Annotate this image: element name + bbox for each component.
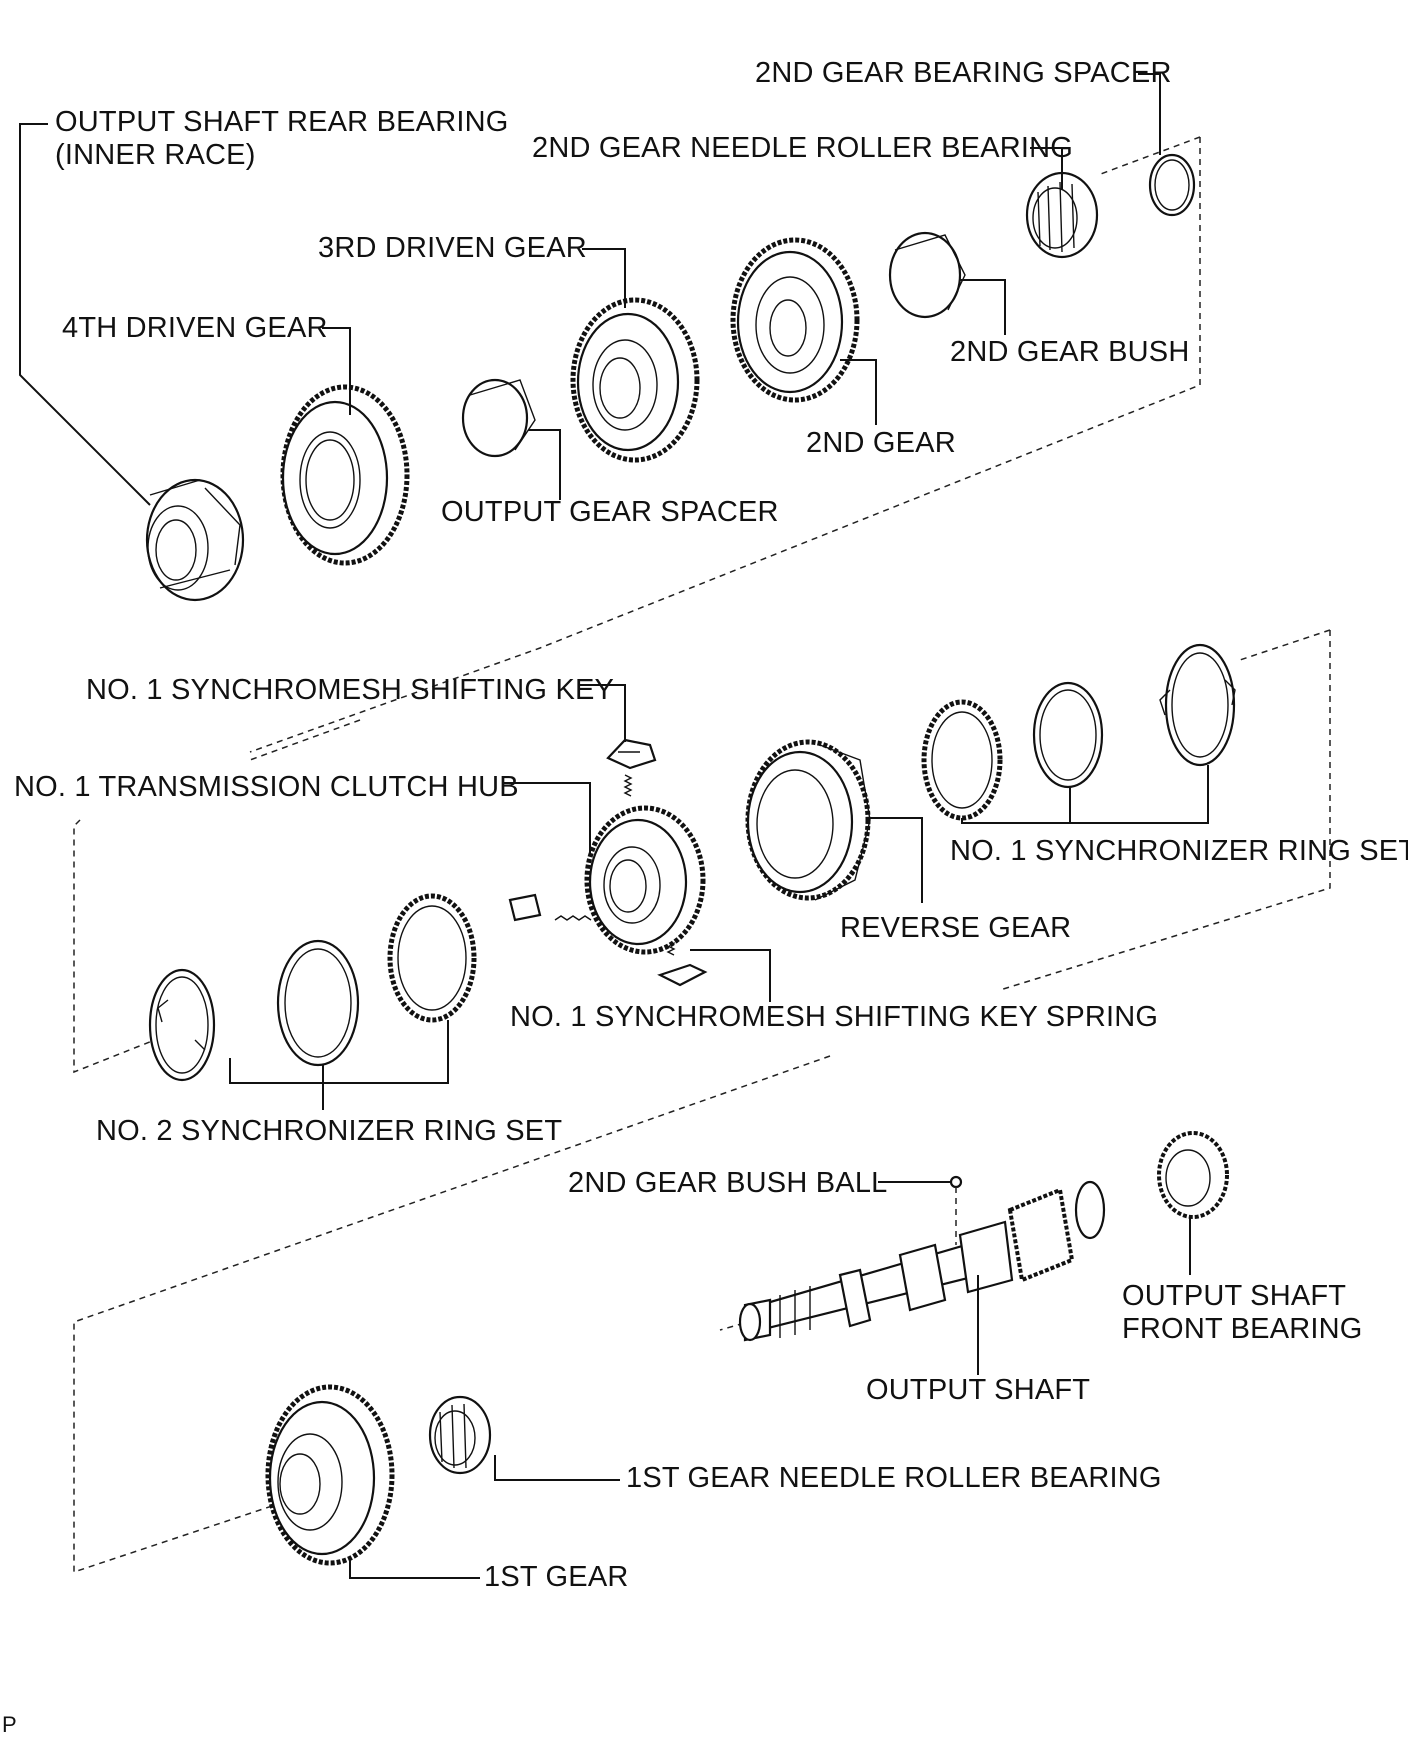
label-output-shaft-front-bearing: OUTPUT SHAFT xyxy=(1122,1280,1347,1312)
shifting-key-small-icon xyxy=(508,893,708,987)
label-first-gear-needle-roller-bearing: 1ST GEAR NEEDLE ROLLER BEARING xyxy=(626,1462,1162,1494)
output-gear-spacer-icon xyxy=(461,378,536,458)
label-no1-synchronizer-ring-set: NO. 1 SYNCHRONIZER RING SET xyxy=(950,835,1408,867)
label-output-shaft-rear-bearing: OUTPUT SHAFT REAR BEARING xyxy=(55,106,509,138)
leader-reverse-gear xyxy=(870,817,923,903)
leader-first-gear xyxy=(349,1560,480,1579)
leader-clutch-hub xyxy=(502,782,591,855)
shifting-key-icon xyxy=(606,738,657,770)
first-gear-icon xyxy=(265,1384,395,1566)
leader-second-gear-bush xyxy=(960,279,1006,335)
label-second-gear: 2ND GEAR xyxy=(806,427,956,459)
label-no1-synchromesh-shifting-key-spring: NO. 1 SYNCHROMESH SHIFTING KEY SPRING xyxy=(510,1001,1159,1033)
output-shaft-front-bearing-icon xyxy=(1157,1131,1229,1219)
second-gear-bush-icon xyxy=(888,231,966,319)
leader-shifting-key xyxy=(580,684,626,742)
leader-output-shaft-rear-bearing xyxy=(19,123,151,506)
leader-first-gear-needle-roller-bearing xyxy=(494,1455,620,1481)
label-second-gear-needle-roller-bearing: 2ND GEAR NEEDLE ROLLER BEARING xyxy=(532,132,1074,164)
second-gear-icon xyxy=(730,237,860,403)
leader-second-gear-bearing-spacer xyxy=(1138,73,1161,155)
no1-synchronizer-ring-set-icon xyxy=(921,643,1236,821)
label-no2-synchronizer-ring-set: NO. 2 SYNCHRONIZER RING SET xyxy=(96,1115,563,1147)
second-gear-needle-roller-bearing-icon xyxy=(1025,171,1099,259)
label-third-driven-gear: 3RD DRIVEN GEAR xyxy=(318,232,587,264)
output-shaft-icon xyxy=(738,1180,1106,1342)
label-no1-transmission-clutch-hub: NO. 1 TRANSMISSION CLUTCH HUB xyxy=(14,771,519,803)
label-fourth-driven-gear: 4TH DRIVEN GEAR xyxy=(62,312,328,344)
footer-mark: P xyxy=(2,1712,17,1737)
label-output-gear-spacer: OUTPUT GEAR SPACER xyxy=(441,496,779,528)
fourth-driven-gear-icon xyxy=(280,384,410,566)
label-output-shaft-rear-bearing-inner-race: (INNER RACE) xyxy=(55,139,256,171)
label-second-gear-bush-ball: 2ND GEAR BUSH BALL xyxy=(568,1167,888,1199)
second-gear-bearing-spacer-icon xyxy=(1148,153,1196,217)
leader-shifting-key-spring xyxy=(690,949,771,1002)
leader-fourth-driven-gear xyxy=(322,327,351,415)
clutch-hub-icon xyxy=(584,805,706,955)
label-second-gear-bush: 2ND GEAR BUSH xyxy=(950,336,1190,368)
reverse-gear-icon xyxy=(745,739,871,901)
label-second-gear-bearing-spacer: 2ND GEAR BEARING SPACER xyxy=(755,57,1172,89)
label-reverse-gear: REVERSE GEAR xyxy=(840,912,1072,944)
leader-second-gear xyxy=(840,359,877,425)
leader-no2-synchronizer-ring-set xyxy=(229,1020,449,1110)
second-gear-bush-ball-icon xyxy=(949,1175,963,1245)
no2-synchronizer-ring-set-icon xyxy=(148,893,477,1082)
leader-third-driven-gear xyxy=(582,248,626,308)
leader-output-gear-spacer xyxy=(528,429,561,500)
leader-second-gear-needle-roller-bearing xyxy=(1030,147,1063,190)
leader-no1-synchronizer-ring-set xyxy=(961,765,1209,824)
first-gear-needle-roller-bearing-icon xyxy=(428,1395,492,1475)
label-first-gear: 1ST GEAR xyxy=(484,1561,629,1593)
label-output-shaft: OUTPUT SHAFT xyxy=(866,1374,1091,1406)
label-no1-synchromesh-shifting-key: NO. 1 SYNCHROMESH SHIFTING KEY xyxy=(86,674,615,706)
label-output-shaft-front-bearing-2: FRONT BEARING xyxy=(1122,1313,1363,1345)
output-shaft-rear-bearing-icon xyxy=(145,478,245,602)
third-driven-gear-icon xyxy=(570,297,700,463)
